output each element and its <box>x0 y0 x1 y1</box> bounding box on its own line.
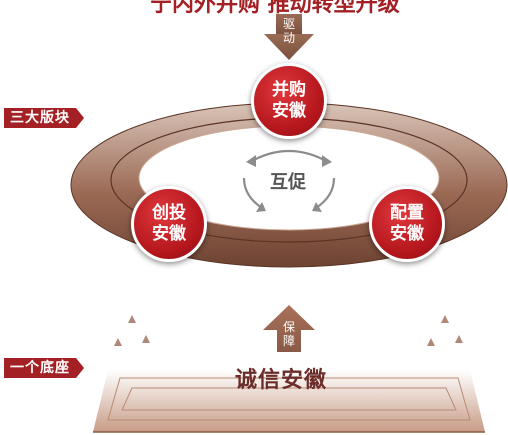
top-title: 宁内外并购 推动转型升级 <box>150 0 400 17</box>
three-sectors-label: 三大版块 <box>4 108 84 128</box>
guarantee-arrow-label: 保障 <box>282 320 295 348</box>
guarantee-arrow <box>263 305 315 352</box>
node-line2: 安徽 <box>272 101 306 121</box>
left-small-arrows <box>117 322 147 372</box>
mutual-promotion-arrows <box>242 149 336 212</box>
foundation-base <box>93 370 485 433</box>
node-line1: 创投 <box>152 203 186 223</box>
left-small-arrowheads <box>114 315 150 346</box>
mutual-promotion-label: 互促 <box>270 172 306 193</box>
node-line1: 配置 <box>390 203 424 223</box>
right-small-arrowheads <box>427 315 463 346</box>
node-line2: 安徽 <box>390 224 424 244</box>
node-venture-anhui: 创投 安徽 <box>131 186 207 262</box>
node-mergers-anhui: 并购 安徽 <box>251 63 327 139</box>
node-allocation-anhui: 配置 安徽 <box>369 186 445 262</box>
drive-arrow-label: 驱动 <box>282 17 295 45</box>
node-line1: 并购 <box>272 80 306 100</box>
node-line2: 安徽 <box>152 224 186 244</box>
one-foundation-label: 一个底座 <box>4 358 84 378</box>
right-small-arrows <box>430 322 460 372</box>
integrity-anhui-label: 诚信安徽 <box>235 368 328 393</box>
drive-arrow <box>264 14 314 60</box>
